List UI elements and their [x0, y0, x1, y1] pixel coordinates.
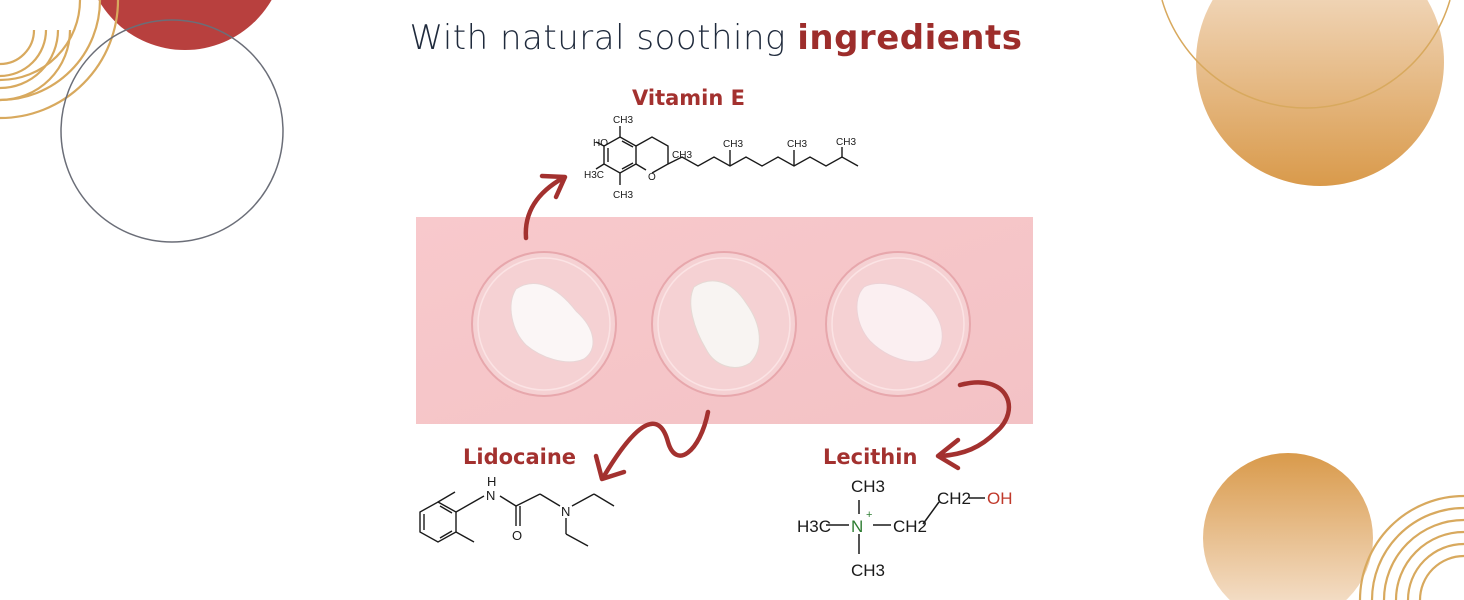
ingredient-label-lecithin: Lecithin [823, 445, 918, 469]
lidocaine-n-amine: N [561, 504, 570, 519]
petri-dish-3 [825, 251, 971, 397]
vitamin-e-ch3-b: CH3 [787, 139, 807, 150]
arrow-to-vitamin-e [523, 173, 568, 241]
gold-arcs-top-left [0, 0, 120, 120]
arrow-to-lecithin [935, 380, 1012, 471]
arrow-to-lidocaine [593, 409, 711, 482]
decor-top-right [1161, 0, 1451, 186]
vitamin-e-ch3-c: CH3 [836, 137, 856, 148]
ingredient-label-vitamin-e: Vitamin E [632, 86, 745, 110]
title-emphasis: ingredients [797, 18, 1023, 58]
vitamin-e-ch3-a: CH3 [723, 139, 743, 150]
vitamin-e-ch3-bottom: CH3 [613, 190, 633, 201]
cream-swatch-1 [510, 283, 594, 363]
lidocaine-o: O [512, 528, 522, 543]
vitamin-e-h3c: H3C [584, 170, 604, 181]
lecithin-structure: CH3 H3C N + CH2 CH2 OH CH3 [797, 477, 1013, 580]
lecithin-ch3-bottom: CH3 [851, 561, 885, 580]
red-circle [98, 0, 272, 50]
page-title: With natural soothing ingredients [0, 18, 1448, 58]
gold-arcs-bottom-right [1358, 494, 1464, 600]
vitamin-e-ho: HO [593, 138, 608, 149]
cream-swatch-2 [690, 280, 760, 368]
decor-bottom-right [1203, 453, 1464, 600]
lecithin-plus: + [866, 509, 872, 521]
product-panel [416, 217, 1033, 424]
gold-arc [1161, 0, 1451, 109]
outline-circle [60, 19, 284, 243]
vitamin-e-ch3-chiral: CH3 [672, 150, 692, 161]
lidocaine-n-amide: N [486, 488, 495, 503]
lecithin-n: N [851, 517, 863, 536]
cream-swatch-3 [856, 283, 943, 363]
petri-dish-2 [651, 251, 797, 397]
vitamin-e-structure: HO CH3 CH3 H3C O CH3 CH3 CH3 CH3 [584, 115, 859, 201]
petri-dish-1 [471, 251, 617, 397]
gradient-circle [1196, 0, 1444, 186]
lecithin-h3c: H3C [797, 517, 831, 536]
lecithin-ch2-a: CH2 [893, 517, 927, 536]
lecithin-ch3-top: CH3 [851, 477, 885, 496]
decor-top-left [0, 0, 284, 243]
title-normal: With natural soothing [409, 18, 786, 58]
gradient-circle [1203, 453, 1373, 600]
lidocaine-structure: H N O N [419, 474, 615, 547]
lecithin-ch2-b: CH2 [937, 489, 971, 508]
ingredient-label-lidocaine: Lidocaine [463, 445, 577, 469]
lecithin-oh: OH [987, 489, 1013, 508]
lidocaine-h: H [487, 474, 496, 489]
vitamin-e-o: O [648, 172, 656, 183]
vitamin-e-ch3-top: CH3 [613, 115, 633, 126]
